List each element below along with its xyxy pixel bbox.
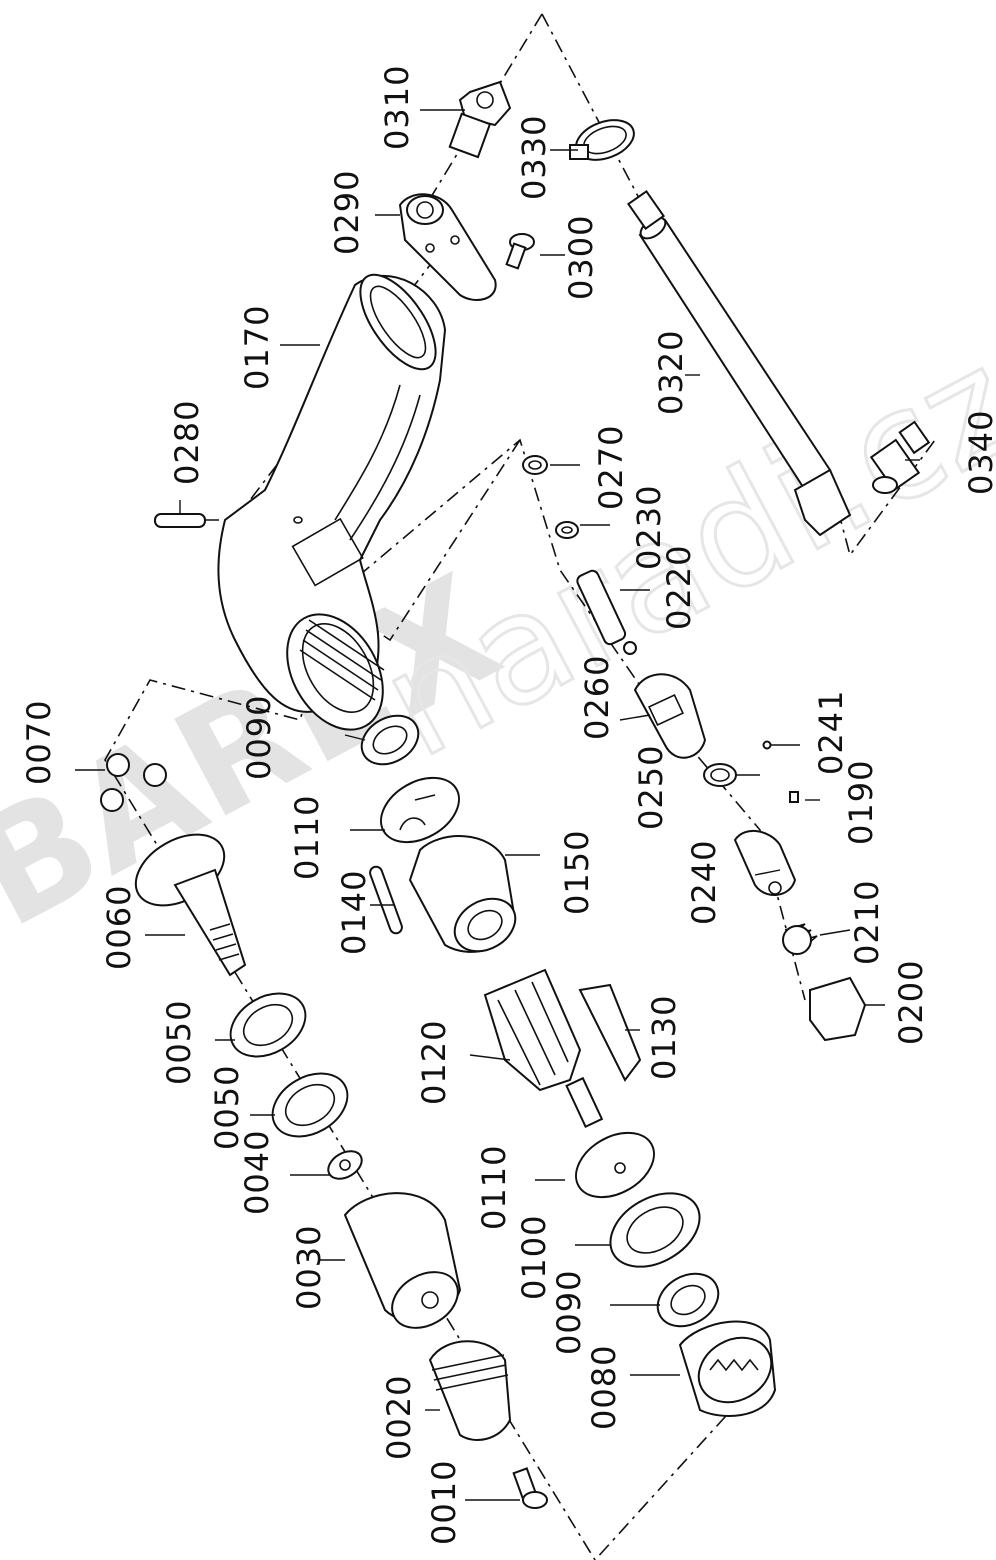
label-0100: 0100 xyxy=(515,1215,553,1300)
handle-housing xyxy=(217,273,447,731)
label-0330: 0330 xyxy=(515,115,553,200)
leader-lines xyxy=(75,109,920,1501)
label-0110-bottom: 0110 xyxy=(475,1145,513,1230)
assembly-axis-valve xyxy=(328,438,806,1001)
label-0340: 0340 xyxy=(962,410,996,495)
label-0230: 0230 xyxy=(630,485,668,570)
label-0270: 0270 xyxy=(592,425,630,510)
label-0170: 0170 xyxy=(238,305,276,390)
label-0010: 0010 xyxy=(425,1460,463,1545)
o-ring-0230 xyxy=(555,521,579,539)
label-0040: 0040 xyxy=(238,1130,276,1215)
o-ring-0270 xyxy=(522,455,548,475)
chuck-group xyxy=(100,753,548,1509)
label-0050-first: 0050 xyxy=(160,1000,198,1085)
label-0090-bottom: 0090 xyxy=(550,1270,588,1355)
label-0260: 0260 xyxy=(578,655,616,740)
label-0120: 0120 xyxy=(415,1020,453,1105)
label-0320: 0320 xyxy=(652,330,690,415)
label-0030: 0030 xyxy=(290,1225,328,1310)
label-0150: 0150 xyxy=(558,830,596,915)
motor-group xyxy=(360,714,777,1417)
label-0240: 0240 xyxy=(685,840,723,925)
label-0241: 0241 xyxy=(812,690,850,775)
valve-assembly xyxy=(522,455,867,1042)
label-0020: 0020 xyxy=(380,1375,418,1460)
label-0290: 0290 xyxy=(328,170,366,255)
quick-coupling-nipple xyxy=(869,420,931,494)
label-0070: 0070 xyxy=(20,700,58,785)
label-0060: 0060 xyxy=(100,885,138,970)
inlet-plate xyxy=(398,193,497,301)
label-0080: 0080 xyxy=(585,1345,623,1430)
label-0300: 0300 xyxy=(562,215,600,300)
label-0140: 0140 xyxy=(335,870,373,955)
label-0310: 0310 xyxy=(378,65,416,150)
label-0210: 0210 xyxy=(848,880,886,965)
label-0250: 0250 xyxy=(632,745,670,830)
inlet-fitting xyxy=(448,80,512,159)
label-0200: 0200 xyxy=(892,960,930,1045)
label-0280: 0280 xyxy=(168,400,206,485)
assembly-axis-right xyxy=(541,13,936,557)
label-0220: 0220 xyxy=(660,545,698,630)
plate-screw xyxy=(505,233,535,270)
air-hose xyxy=(626,190,852,537)
label-0190: 0190 xyxy=(842,760,880,845)
hose-clamp xyxy=(569,119,635,161)
label-0050-second: 0050 xyxy=(208,1065,246,1150)
label-0130: 0130 xyxy=(645,995,683,1080)
label-0090-top: 0090 xyxy=(240,695,278,780)
part-labels: 0310 0290 0300 0330 0170 0320 0340 0280 … xyxy=(20,65,996,1545)
label-0110-top: 0110 xyxy=(288,795,326,880)
